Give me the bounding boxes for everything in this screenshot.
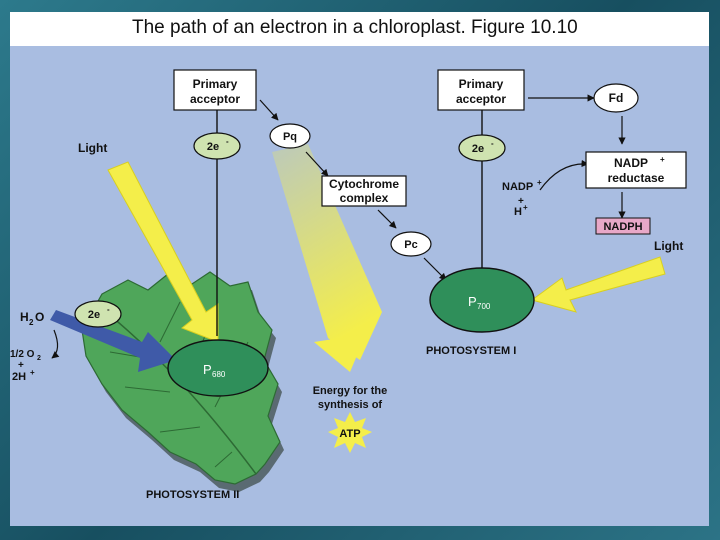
slide-title: The path of an electron in a chloroplast… <box>132 17 578 38</box>
electron-path-diagram: Primary acceptor Primary acceptor Cytoch… <box>10 69 687 501</box>
cytochrome-line1: Cytochrome <box>329 177 399 191</box>
two-protons-label: 2H <box>12 371 26 383</box>
primary-acceptor-2-line1: Primary <box>459 77 504 91</box>
plastocyanin-oval <box>390 231 432 257</box>
svg-text:+: + <box>660 155 665 164</box>
pq-label: Pq <box>283 131 297 143</box>
energy-beam <box>272 144 382 360</box>
primary-acceptor-1-line1: Primary <box>193 77 238 91</box>
atp-label: ATP <box>339 428 360 440</box>
svg-text:-: - <box>107 305 110 314</box>
nadp-reductase-line2: reductase <box>608 171 665 185</box>
electron-pair-ps2-label: 2e <box>207 141 219 153</box>
primary-acceptor-2-line2: acceptor <box>456 92 506 106</box>
p680-reaction-center <box>167 339 269 397</box>
svg-text:+: + <box>523 203 528 212</box>
nadph-label: NADPH <box>603 221 642 233</box>
light-label-left: Light <box>78 141 107 155</box>
h-plus-label: H <box>514 206 522 218</box>
electron-pair-ps1-label: 2e <box>472 143 484 155</box>
p700-subscript: 700 <box>477 302 491 311</box>
svg-text:-: - <box>491 139 494 148</box>
svg-text:2: 2 <box>29 318 34 327</box>
svg-text:-: - <box>226 137 229 146</box>
energy-beam-arrowhead <box>314 334 366 372</box>
primary-acceptor-box-1 <box>173 69 257 111</box>
light-label-right: Light <box>654 239 683 253</box>
energy-line2: synthesis of <box>318 399 383 411</box>
water-label: H <box>20 310 29 324</box>
electron-pair-ps2 <box>193 132 241 160</box>
cytochrome-line2: complex <box>340 191 389 205</box>
light-arrow-right <box>530 256 666 313</box>
primary-acceptor-1-line2: acceptor <box>190 92 240 106</box>
p680-subscript: 680 <box>212 370 226 379</box>
photosystem-2-label: PHOTOSYSTEM II <box>146 489 239 501</box>
photosystem-1-label: PHOTOSYSTEM I <box>426 345 516 357</box>
svg-text:+: + <box>18 360 24 371</box>
svg-text:2: 2 <box>37 355 41 362</box>
primary-acceptor-box-2 <box>437 69 525 111</box>
p700-reaction-center <box>429 267 535 333</box>
svg-text:+: + <box>537 178 542 187</box>
electron-pair-water-label: 2e <box>88 309 100 321</box>
pc-label: Pc <box>404 239 417 251</box>
atp-starburst <box>328 412 372 453</box>
flow-arrows <box>51 94 626 359</box>
svg-text:+: + <box>518 196 524 207</box>
electron-pair-ps1 <box>458 134 506 162</box>
p680-label: P <box>203 362 212 377</box>
light-arrow-left <box>107 161 219 343</box>
half-oxygen-label: 1/2 O <box>10 349 35 360</box>
nadph-box <box>595 217 651 235</box>
nadp-reductase-box <box>585 151 687 189</box>
svg-text:+: + <box>30 368 35 377</box>
energy-line1: Energy for the <box>313 385 388 397</box>
fd-label: Fd <box>609 91 624 105</box>
electron-pair-water <box>74 300 122 328</box>
svg-text:O: O <box>35 310 44 324</box>
nadp-reductase-line1: NADP <box>614 156 648 170</box>
plastoquinone-oval <box>269 123 311 149</box>
cytochrome-complex-box <box>321 175 407 207</box>
p700-label: P <box>468 294 477 309</box>
ferredoxin-oval <box>593 83 639 113</box>
nadp-plus-label: NADP <box>502 181 533 193</box>
water-arrow <box>50 310 176 372</box>
